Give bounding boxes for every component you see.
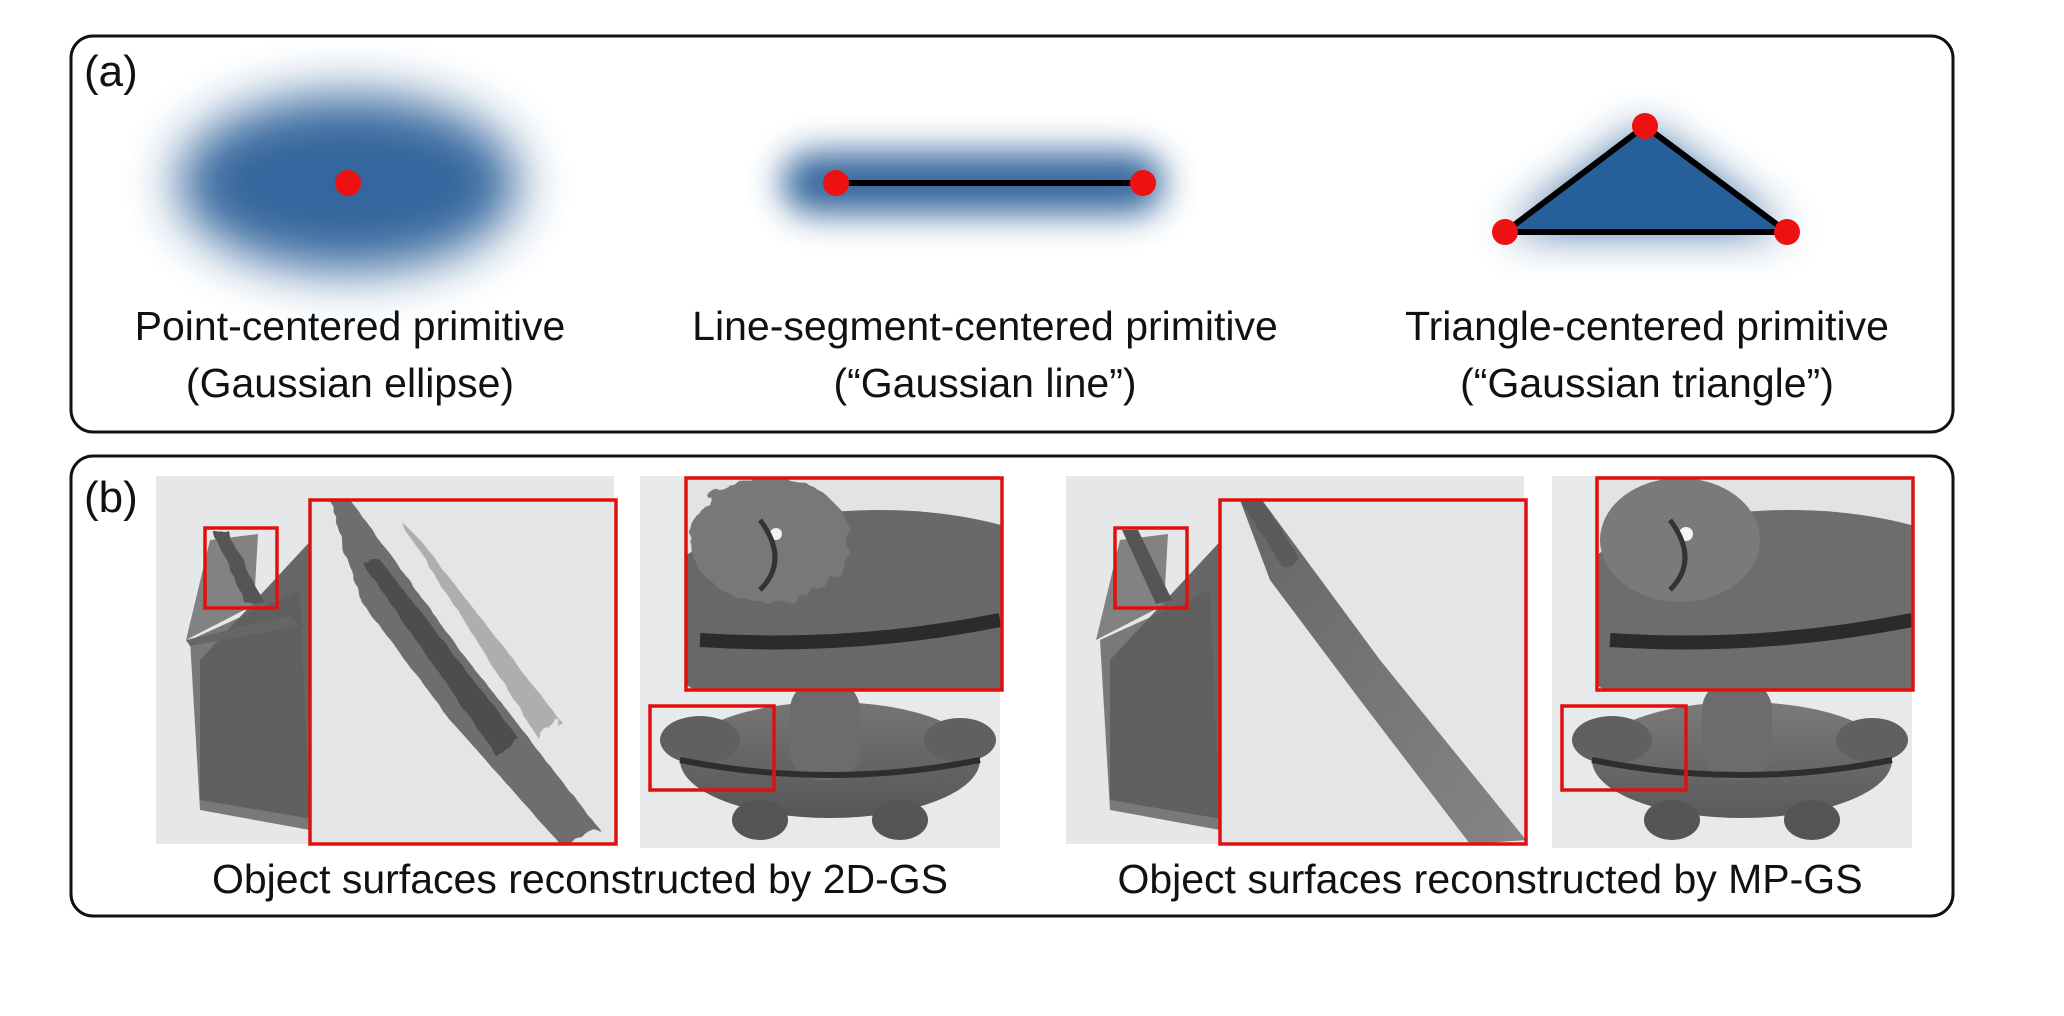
- gaussian-ellipse-primitive: [178, 95, 518, 271]
- caption-2dgs: Object surfaces reconstructed by 2D-GS: [212, 856, 948, 902]
- highlight-box: [1560, 704, 1688, 792]
- zoom-frame: [1218, 498, 1528, 846]
- primitive-subtitle: (Gaussian ellipse): [186, 360, 514, 406]
- caption-mpgs: Object surfaces reconstructed by MP-GS: [1117, 856, 1862, 902]
- highlight-box: [203, 526, 279, 610]
- highlight-box: [1113, 526, 1189, 610]
- triangle-vertex: [1492, 219, 1518, 245]
- zoom-inset-blade-2dgs: [310, 500, 616, 844]
- primitive-title: Point-centered primitive: [135, 303, 566, 349]
- primitive-title: Triangle-centered primitive: [1405, 303, 1889, 349]
- panel-b-tag: (b): [84, 473, 138, 522]
- zoom-inset-blade-mpgs: [1220, 500, 1526, 844]
- zoom-frame: [1595, 476, 1915, 692]
- zoom-inset-frog-2dgs: [686, 478, 1002, 690]
- triangle-vertex: [1774, 219, 1800, 245]
- primitive-subtitle: (“Gaussian line”): [833, 360, 1136, 406]
- gaussian-line-primitive: [782, 152, 1164, 214]
- zoom-frame: [684, 476, 1004, 692]
- panel-a-tag: (a): [84, 47, 138, 96]
- primitive-title: Line-segment-centered primitive: [692, 303, 1278, 349]
- panel-b-frame: [69, 454, 1955, 918]
- primitive-subtitle: (“Gaussian triangle”): [1460, 360, 1834, 406]
- zoom-frame: [308, 498, 618, 846]
- triangle-vertex: [1632, 113, 1658, 139]
- panel-a-frame: [69, 34, 1955, 434]
- ellipse-center-point: [335, 170, 361, 196]
- highlight-box: [648, 704, 776, 792]
- line-endpoint: [823, 170, 849, 196]
- gaussian-triangle-primitive: [1492, 113, 1800, 245]
- line-endpoint: [1130, 170, 1156, 196]
- zoom-inset-frog-mpgs: [1597, 478, 1913, 690]
